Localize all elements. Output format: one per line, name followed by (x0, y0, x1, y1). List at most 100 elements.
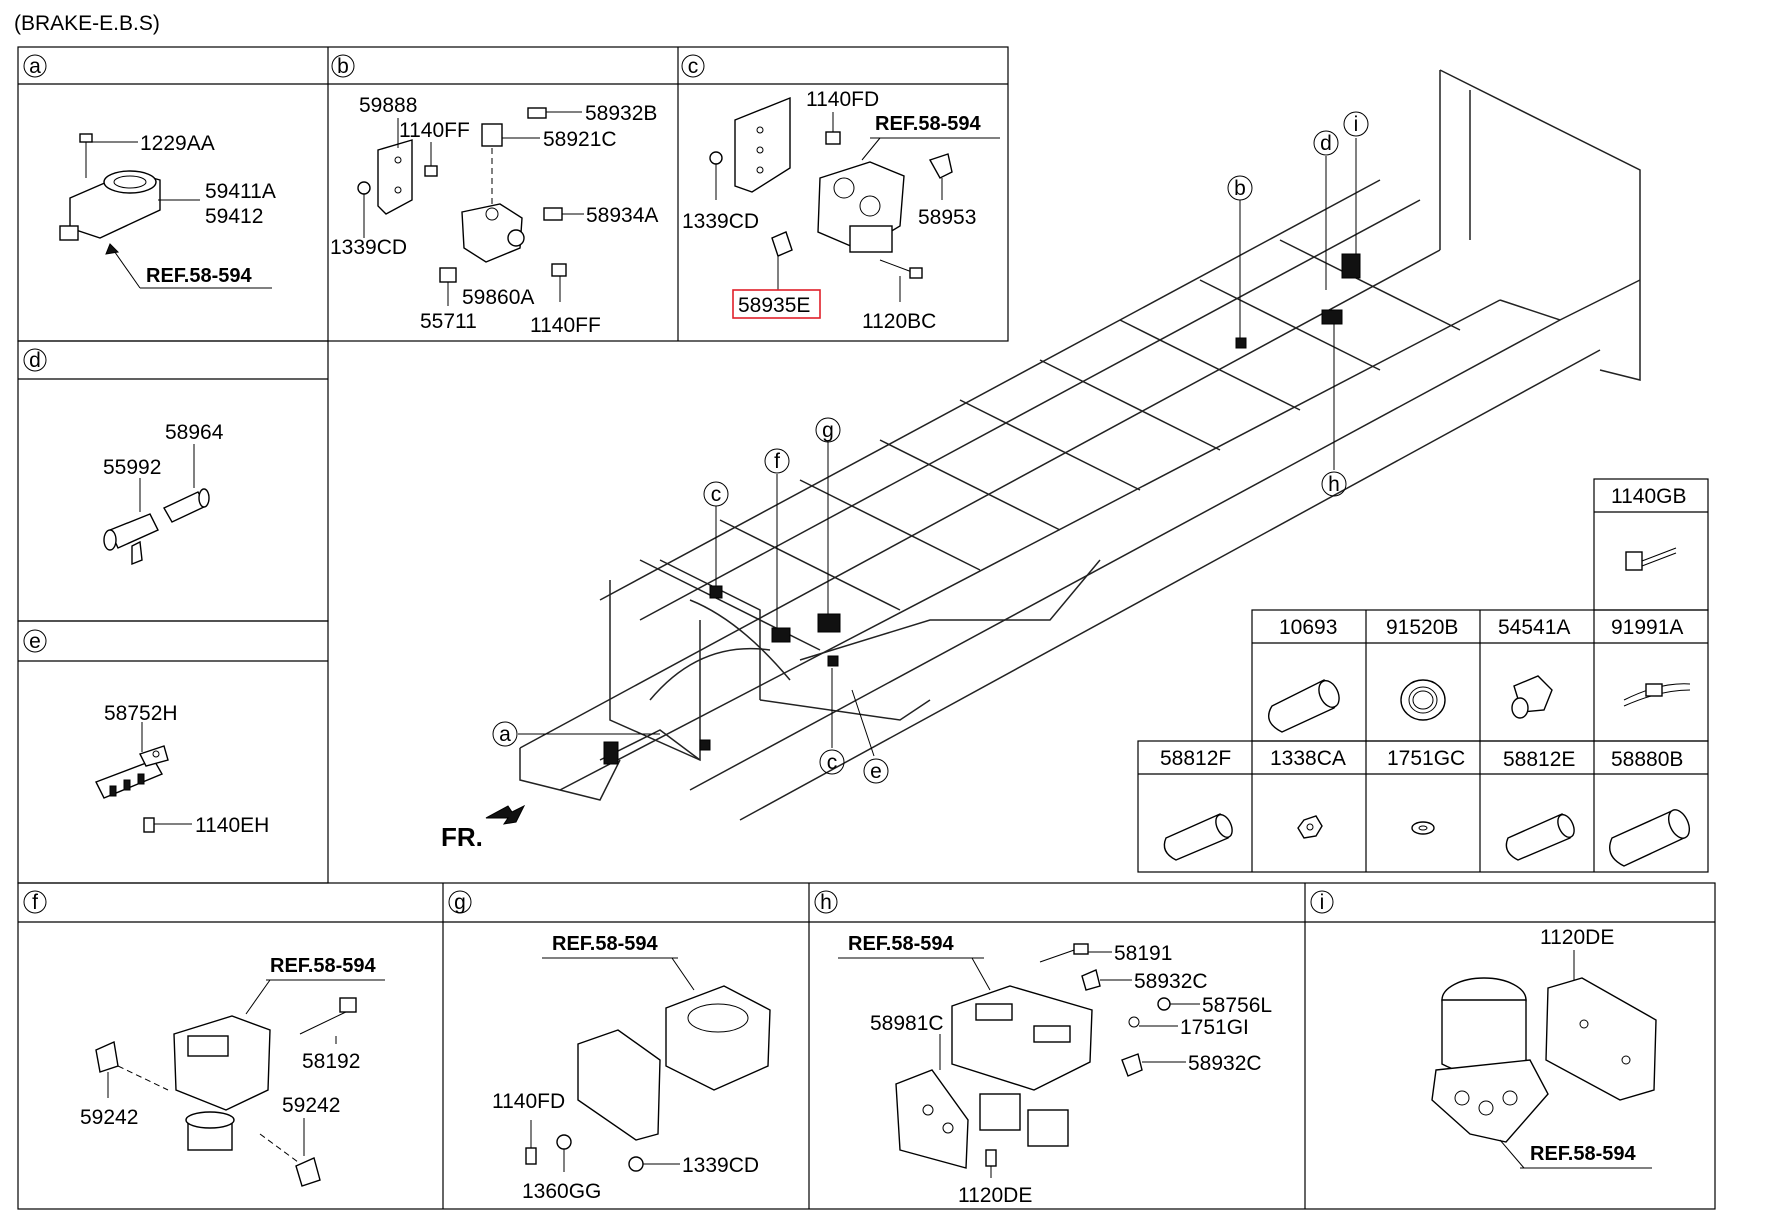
section-c: 1140FD REF.58-594 1339CD 58953 58935E 11… (682, 88, 1000, 333)
svg-text:d: d (29, 349, 41, 372)
section-key-a: a (23, 54, 47, 78)
part-1140ff-bottom: 1140FF (530, 314, 601, 337)
section-key-c: c (681, 54, 705, 78)
front-label: FR. (441, 822, 483, 852)
svg-text:d: d (1320, 132, 1332, 155)
callout-chassis-i: i (1343, 111, 1369, 137)
tee-connector-55992 (103, 513, 159, 566)
table-part-54541a: 54541A (1498, 616, 1570, 639)
mount-bracket-59888 (377, 139, 413, 215)
table-part-1140gb: 1140GB (1611, 485, 1687, 508)
callout-chassis-e: e (863, 758, 889, 784)
ref-58-594-g: REF.58-594 (552, 933, 658, 955)
part-1339cd-g: 1339CD (682, 1154, 759, 1177)
svg-text:h: h (1328, 473, 1340, 496)
svg-text:g: g (822, 419, 834, 442)
svg-text:e: e (870, 760, 882, 783)
section-key-i: i (1310, 890, 1334, 914)
part-1360gg: 1360GG (522, 1180, 601, 1203)
ref-58-594-h: REF.58-594 (848, 933, 954, 955)
tube-58964 (163, 488, 210, 523)
ref-58-594-f: REF.58-594 (270, 955, 376, 977)
chassis-frame (519, 69, 1641, 821)
part-1339cd-c: 1339CD (682, 210, 759, 233)
table-part-58880b: 58880B (1611, 748, 1683, 771)
air-dryer-i (1431, 977, 1549, 1143)
plug-58935e (771, 231, 793, 257)
svg-text:a: a (29, 55, 41, 78)
sleeve-58812f-icon (1163, 813, 1233, 861)
callout-chassis-b: b (1227, 175, 1253, 201)
table-part-1751gc: 1751GC (1387, 747, 1465, 770)
panel-grid (17, 46, 1716, 1210)
table-part-10693: 10693 (1279, 616, 1337, 639)
sleeve-58812e-icon (1505, 813, 1575, 861)
part-58932c-bottom: 58932C (1188, 1052, 1262, 1075)
part-1120de-i: 1120DE (1540, 926, 1614, 949)
grommet-91520b-icon (1400, 679, 1446, 721)
callout-chassis-c-upper: c (703, 481, 729, 507)
valve-59860a (461, 203, 525, 263)
svg-text:h: h (820, 891, 832, 914)
part-1140fd-c: 1140FD (806, 88, 879, 111)
part-59412: 59412 (205, 205, 263, 228)
table-part-1338ca: 1338CA (1270, 747, 1346, 770)
front-direction-indicator: FR. (441, 804, 526, 852)
table-part-91991a: 91991A (1611, 616, 1683, 639)
section-key-h: h (814, 890, 838, 914)
svg-text:f: f (32, 891, 38, 914)
part-1140ff-top: 1140FF (399, 119, 470, 142)
callout-chassis-g: g (815, 417, 841, 443)
part-1140eh: 1140EH (195, 814, 269, 837)
ebs-module-c (817, 161, 905, 253)
part-59242-left: 59242 (80, 1106, 138, 1129)
table-part-58812e: 58812E (1503, 748, 1575, 771)
part-55711: 55711 (420, 310, 477, 333)
part-1120de-h: 1120DE (958, 1184, 1032, 1207)
svg-text:i: i (1354, 113, 1359, 136)
bracket-58981c (895, 1069, 969, 1169)
part-58981c: 58981C (870, 1012, 944, 1035)
elbow-58953 (928, 153, 953, 179)
part-55992: 55992 (103, 456, 161, 479)
part-58935e: 58935E (738, 294, 810, 317)
bracket-i (1545, 977, 1657, 1101)
ref-58-594-a: REF.58-594 (146, 265, 252, 287)
part-58191: 58191 (1114, 942, 1172, 965)
callout-chassis-f: f (764, 448, 790, 474)
part-58752h: 58752H (104, 702, 178, 725)
part-58934a: 58934A (586, 204, 658, 227)
elbow-54541a-icon (1511, 675, 1553, 719)
section-a: 1229AA 59411A 59412 REF.58-594 (59, 132, 276, 289)
section-key-b: b (331, 54, 355, 78)
part-59411a: 59411A (205, 180, 276, 203)
svg-text:a: a (499, 723, 511, 746)
part-58932b: 58932B (585, 102, 657, 125)
callout-chassis-c-lower: c (819, 749, 845, 775)
ebs-module-h (951, 985, 1093, 1147)
bolt-1120bc (879, 259, 923, 279)
part-58921c: 58921C (543, 128, 617, 151)
sensor-body (59, 170, 161, 241)
svg-text:b: b (337, 55, 349, 78)
washer-1751gc-icon (1411, 821, 1435, 835)
part-58192: 58192 (302, 1050, 360, 1073)
part-1120bc: 1120BC (862, 310, 936, 333)
part-1751gi: 1751GI (1180, 1016, 1249, 1039)
harness-bracket-58752h (95, 745, 169, 799)
section-g: REF.58-594 1140FD 1339CD 1360GG (492, 933, 771, 1203)
part-1339cd-b: 1339CD (330, 236, 407, 259)
ebs-valve-f (173, 1015, 271, 1151)
section-b: 59888 1140FF 58932B 58921C 1339CD 58934A… (330, 94, 658, 337)
svg-text:c: c (827, 751, 838, 774)
svg-text:c: c (688, 55, 699, 78)
parts-table: 1140GB 10693 91520B 54541A 91991A (1137, 478, 1709, 873)
sleeve-58880b-icon (1609, 809, 1691, 867)
section-f: REF.58-594 58192 59242 59242 (80, 955, 385, 1187)
svg-text:g: g (454, 891, 466, 914)
part-58953: 58953 (918, 206, 976, 229)
section-key-g: g (448, 890, 472, 914)
svg-text:i: i (1320, 891, 1325, 914)
part-58932c-top: 58932C (1134, 970, 1208, 993)
diagram-title: (BRAKE-E.B.S) (14, 12, 160, 35)
